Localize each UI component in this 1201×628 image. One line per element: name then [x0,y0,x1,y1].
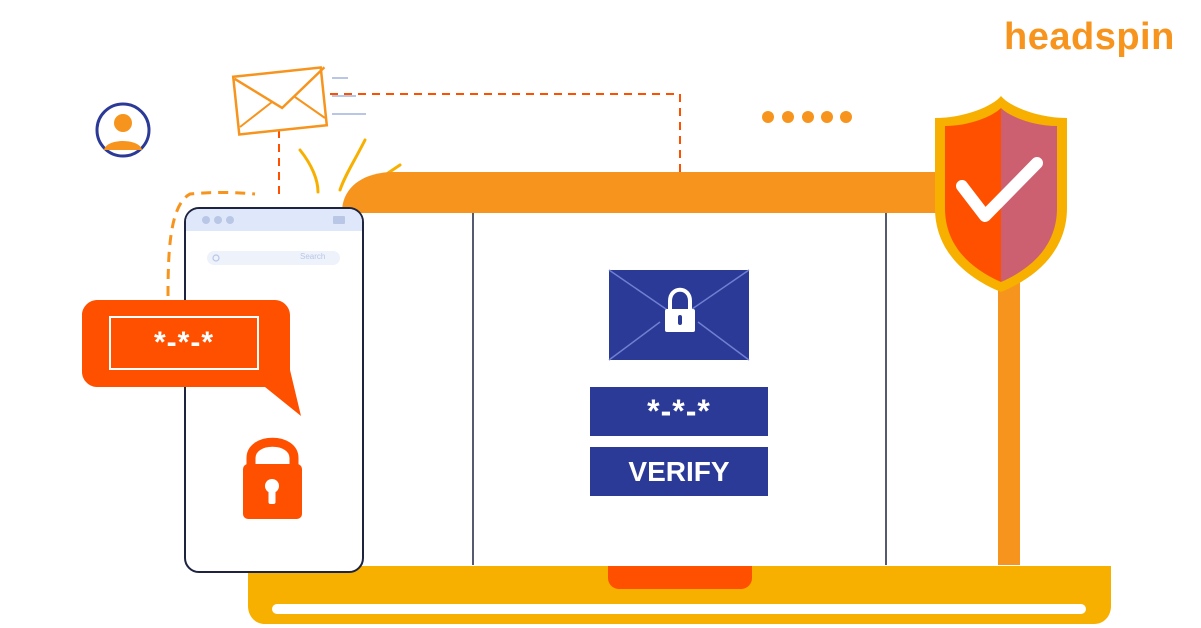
user-avatar-icon [95,102,151,158]
brand-logo: headspin [1004,16,1175,58]
shield-check-icon [935,96,1067,292]
phone-search-bar [207,251,340,265]
locked-envelope-icon [608,269,750,361]
typing-dots-icon [762,111,852,123]
verify-button[interactable]: VERIFY [590,447,768,496]
dashed-arc [166,191,256,297]
phone-search-placeholder: Search [300,252,326,261]
lock-icon [243,437,302,519]
sms-code-text: *-*-* [153,326,214,359]
laptop-notch [608,566,752,589]
envelope-icon [231,66,366,136]
code-input-field[interactable]: *-*-* [590,387,768,436]
sms-bubble [82,300,301,416]
